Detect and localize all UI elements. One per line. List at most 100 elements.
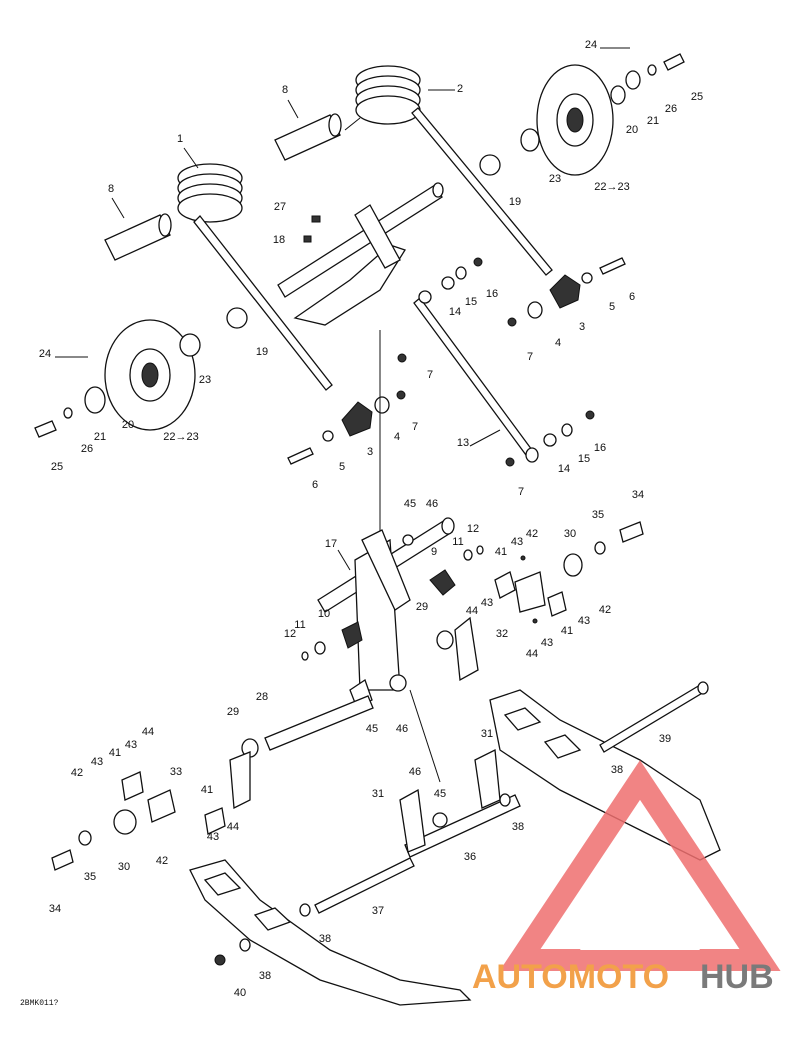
rear-bracket-33 <box>51 751 251 871</box>
part-label: 41 <box>201 784 213 796</box>
part-label: 41 <box>495 546 507 558</box>
adjuster-cam-right <box>507 257 626 327</box>
part-label: 31 <box>372 788 384 800</box>
part-label: 18 <box>273 234 285 246</box>
part-label: 2 <box>457 83 463 95</box>
part-label: 43 <box>511 536 523 548</box>
part-label: 32 <box>496 628 508 640</box>
part-label: 26 <box>81 443 93 455</box>
part-label: 29 <box>227 706 239 718</box>
part-label: 5 <box>609 301 615 313</box>
part-label: 14 <box>558 463 570 475</box>
part-label: 39 <box>659 733 671 745</box>
part-label: 21 <box>94 431 106 443</box>
part-label: 43 <box>91 756 103 768</box>
part-label: 43 <box>541 637 553 649</box>
part-label: 7 <box>527 351 533 363</box>
part-label: 11 <box>294 619 305 631</box>
part-label: 19 <box>256 346 268 358</box>
part-label: 16 <box>594 442 606 454</box>
part-label: 7 <box>427 369 433 381</box>
bearings-and-rings-upper <box>34 53 685 438</box>
part-label: 38 <box>611 764 623 776</box>
watermark-brand-gray: HUB <box>700 958 774 996</box>
part-label: 3 <box>579 321 585 333</box>
part-label: 24 <box>39 348 51 360</box>
watermark-triangle-icon <box>499 760 781 971</box>
part-label: 8 <box>282 84 288 96</box>
part-label: 46 <box>396 723 408 735</box>
part-label: 28 <box>256 691 268 703</box>
idler-wheel-upper-right <box>536 64 614 176</box>
cross-shaft-28 <box>241 695 374 758</box>
part-label: 34 <box>632 489 644 501</box>
part-label: 12 <box>284 628 296 640</box>
part-label: 10 <box>318 608 330 620</box>
watermark-brand-orange: AUTOMOTO <box>472 958 669 996</box>
part-label: 43 <box>578 615 590 627</box>
part-label: 9 <box>431 546 437 558</box>
rear-pivot-assembly <box>214 681 709 966</box>
part-label: 42 <box>71 767 83 779</box>
part-label: 23 <box>199 374 211 386</box>
bushing-sleeve-upper <box>274 113 342 161</box>
part-label: 44 <box>526 648 538 660</box>
part-label: 44 <box>227 821 239 833</box>
part-label: 20 <box>122 419 134 431</box>
part-label: 35 <box>592 509 604 521</box>
part-label: 6 <box>629 291 635 303</box>
part-label: 22→23 <box>163 431 198 443</box>
part-label: 35 <box>84 871 96 883</box>
leader-line-pivot <box>409 689 441 783</box>
part-label: 37 <box>372 905 384 917</box>
part-label: 45 <box>366 723 378 735</box>
part-label: 42 <box>156 855 168 867</box>
part-label: 46 <box>426 498 438 510</box>
part-label: 43 <box>207 831 219 843</box>
part-label: 41 <box>109 747 121 759</box>
idler-wheel-upper-left <box>104 319 196 431</box>
part-label: 23 <box>549 173 561 185</box>
part-label: 38 <box>319 933 331 945</box>
part-label: 21 <box>647 115 659 127</box>
part-label: 43 <box>481 597 493 609</box>
part-label: 36 <box>464 851 476 863</box>
part-label: 4 <box>555 337 561 349</box>
part-label: 42 <box>599 604 611 616</box>
adjuster-cam-left <box>287 390 406 465</box>
front-arm-hardware <box>301 521 644 661</box>
shock-link-upper <box>397 257 595 467</box>
part-label: 34 <box>49 903 61 915</box>
part-label: 25 <box>691 91 703 103</box>
torsion-spring-right <box>344 65 553 276</box>
part-label: 8 <box>108 183 114 195</box>
part-label: 7 <box>412 421 418 433</box>
bushing-sleeve-left <box>104 213 172 261</box>
part-label: 44 <box>142 726 154 738</box>
part-label: 14 <box>449 306 461 318</box>
part-label: 15 <box>465 296 477 308</box>
part-label: 17 <box>325 538 337 550</box>
part-label: 31 <box>481 728 493 740</box>
part-label: 13 <box>457 437 469 449</box>
slide-rail-left <box>189 859 472 1006</box>
part-label: 3 <box>367 446 373 458</box>
torsion-spring-left <box>177 163 333 391</box>
front-arm-assembly <box>317 517 479 709</box>
part-label: 11 <box>452 536 463 548</box>
part-label: 25 <box>51 461 63 473</box>
part-label: 38 <box>512 821 524 833</box>
part-label: 6 <box>312 479 318 491</box>
part-label: 46 <box>409 766 421 778</box>
part-label: 30 <box>118 861 130 873</box>
part-label: 22→23 <box>594 181 629 193</box>
part-label: 45 <box>434 788 446 800</box>
drawing-code: 2BMK011? <box>20 999 59 1008</box>
part-label: 41 <box>561 625 573 637</box>
part-label: 5 <box>339 461 345 473</box>
pivot-arm-assembly <box>277 182 444 326</box>
part-label: 4 <box>394 431 400 443</box>
part-label: 27 <box>274 201 286 213</box>
